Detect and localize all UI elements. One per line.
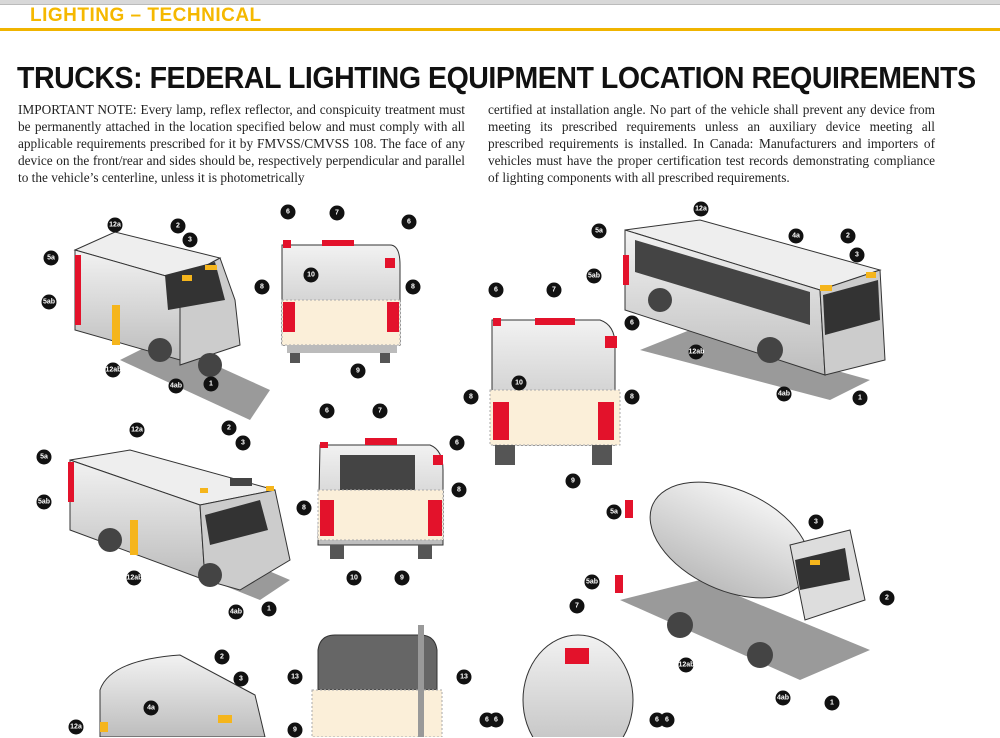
important-note-col2: certified at installation angle. No part… <box>488 102 935 185</box>
callout-trailer-rear: 13 <box>287 669 303 685</box>
important-note-col1: IMPORTANT NOTE: Every lamp, reflex refle… <box>18 102 465 185</box>
callout-motorhome: 5ab <box>36 494 52 510</box>
callout-bus-rear: 8 <box>463 389 479 405</box>
callout-step-van: 2 <box>170 218 186 234</box>
callout-bus: 5a <box>591 223 607 239</box>
callout-bus-rear: 6 <box>488 282 504 298</box>
callout-mixer: 3 <box>808 514 824 530</box>
callout-motorhome: 5a <box>36 449 52 465</box>
callout-tractor: 3 <box>233 671 249 687</box>
section-heading: LIGHTING – TECHNICAL <box>30 5 262 26</box>
callout-bus: 4a <box>788 228 804 244</box>
callout-mixer: 1 <box>824 695 840 711</box>
callout-step-van-rear: 10 <box>303 267 319 283</box>
trailer-rear-illustration <box>311 625 443 737</box>
mixer-rear-illustration <box>522 634 634 737</box>
step-van-rear-illustration <box>281 240 401 363</box>
step-van-illustration <box>73 231 270 420</box>
callout-bus-rear: 7 <box>546 282 562 298</box>
section-rule <box>0 28 1000 31</box>
callout-trailer-rear: 9 <box>287 722 303 738</box>
callout-step-van-rear: 9 <box>350 363 366 379</box>
callout-motorhome: 12ab <box>126 570 142 586</box>
callout-step-van-rear: 6 <box>280 204 296 220</box>
callout-mixer: 5ab <box>584 574 600 590</box>
callout-bus: 1 <box>852 390 868 406</box>
viewer-toolbar <box>0 0 1000 5</box>
callout-motorhome-rear: 6 <box>449 435 465 451</box>
callout-motorhome-rear: 10 <box>346 570 362 586</box>
callout-motorhome-rear: 8 <box>451 482 467 498</box>
callout-step-van: 12a <box>107 217 123 233</box>
callout-bus: 12ab <box>688 344 704 360</box>
cement-mixer-illustration <box>615 481 870 680</box>
tractor-illustration <box>99 654 266 737</box>
callout-motorhome: 12a <box>129 422 145 438</box>
callout-mixer-rear: 7 <box>569 598 585 614</box>
callout-motorhome-rear: 8 <box>296 500 312 516</box>
callout-bus: 3 <box>849 247 865 263</box>
callout-bus-rear: 8 <box>624 389 640 405</box>
callout-motorhome: 2 <box>221 420 237 436</box>
callout-step-van: 5ab <box>41 294 57 310</box>
callout-motorhome: 1 <box>261 601 277 617</box>
callout-mixer: 2 <box>879 590 895 606</box>
motorhome-illustration <box>68 449 291 600</box>
callout-mixer: 12ab <box>678 657 694 673</box>
callout-step-van: 12ab <box>105 362 121 378</box>
callout-step-van: 4ab <box>168 378 184 394</box>
callout-motorhome-rear: 6 <box>319 403 335 419</box>
callout-bus-rear: 10 <box>511 375 527 391</box>
callout-bus-rear: 6 <box>624 315 640 331</box>
callout-step-van-rear: 8 <box>254 279 270 295</box>
callout-mixer: 5a <box>606 504 622 520</box>
bus-illustration <box>623 219 886 400</box>
callout-mixer-rear: 6 <box>659 712 675 728</box>
callout-step-van: 5a <box>43 250 59 266</box>
callout-step-van-rear: 7 <box>329 205 345 221</box>
callout-bus: 4ab <box>776 386 792 402</box>
motorhome-rear-illustration <box>317 438 444 559</box>
callout-tractor: 4a <box>143 700 159 716</box>
callout-tractor: 12a <box>68 719 84 735</box>
callout-motorhome: 4ab <box>228 604 244 620</box>
callout-trailer-rear: 13 <box>456 669 472 685</box>
callout-bus: 5ab <box>586 268 602 284</box>
page-title: TRUCKS: FEDERAL LIGHTING EQUIPMENT LOCAT… <box>17 60 976 95</box>
bus-rear-illustration <box>489 318 621 465</box>
callout-tractor: 2 <box>214 649 230 665</box>
callout-mixer: 4ab <box>775 690 791 706</box>
callout-bus-rear: 9 <box>565 473 581 489</box>
callout-motorhome-rear: 7 <box>372 403 388 419</box>
callout-mixer-rear: 6 <box>488 712 504 728</box>
callout-step-van: 3 <box>182 232 198 248</box>
callout-motorhome: 3 <box>235 435 251 451</box>
callout-bus: 2 <box>840 228 856 244</box>
callout-bus: 12a <box>693 201 709 217</box>
callout-step-van-rear: 8 <box>405 279 421 295</box>
callout-step-van-rear: 6 <box>401 214 417 230</box>
callout-motorhome-rear: 9 <box>394 570 410 586</box>
callout-step-van: 1 <box>203 376 219 392</box>
